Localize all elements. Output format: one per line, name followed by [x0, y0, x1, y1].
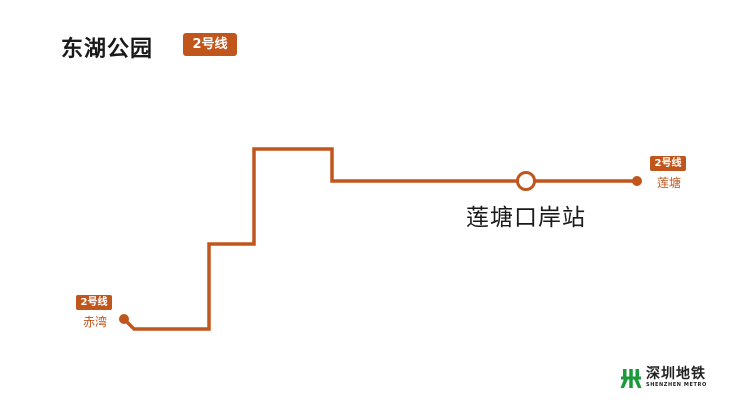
metro-logo-icon [620, 369, 642, 388]
current-station-name: 莲塘口岸站 [466, 205, 586, 231]
line-badge: 2号线 [183, 33, 237, 56]
terminus-west-line-badge: 2号线 [76, 295, 112, 310]
terminus-west-label: 赤湾 [83, 315, 108, 329]
terminus-dot-east [632, 176, 642, 186]
station-title: 东湖公园 [61, 37, 154, 62]
terminus-dot-west [119, 314, 129, 324]
terminus-east-label: 莲塘 [657, 176, 682, 190]
logo-name-cn: 深圳地铁 [646, 366, 706, 382]
terminus-east-line-badge: 2号线 [650, 156, 686, 171]
route-line [122, 147, 637, 331]
shenzhen-metro-logo: 深圳地铁 SHENZHEN METRO [620, 367, 707, 389]
logo-name-en: SHENZHEN METRO [646, 382, 707, 388]
current-station-marker [516, 171, 536, 191]
